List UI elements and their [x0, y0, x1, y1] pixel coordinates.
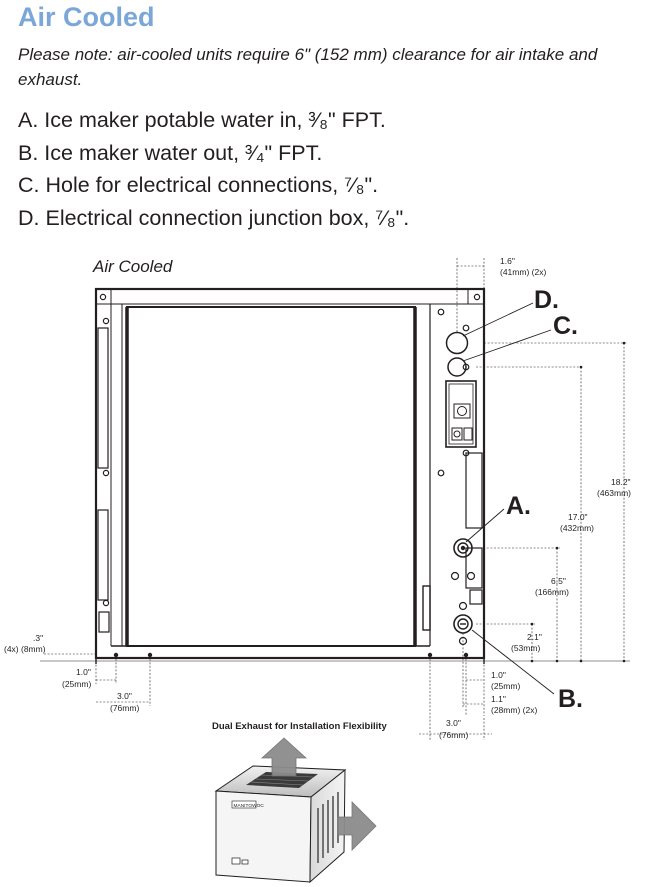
dim-1-6: 1.6" — [500, 256, 515, 266]
page-title: Air Cooled — [18, 2, 155, 32]
clearance-note: Please note: air-cooled units require 6"… — [18, 45, 598, 89]
callout-a: A. — [506, 492, 531, 520]
dim-18-2: 18.2" — [611, 477, 631, 487]
dim-6-5: 6.5" — [551, 576, 566, 586]
dim-right-1-0-mm: (25mm) — [491, 681, 520, 691]
connection-item-a: A. Ice maker potable water in, ³⁄₈" FPT. — [18, 108, 386, 132]
dim-0-3: .3" — [33, 633, 43, 643]
connection-item-d: D. Electrical connection junction box, ⁷… — [18, 205, 410, 230]
dim-1-1: 1.1" — [491, 694, 506, 704]
dim-1-1-mm: (28mm) (2x) — [491, 705, 537, 715]
dim-17-0: 17.0" — [568, 512, 588, 522]
dim-left-3-0-mm: (76mm) — [110, 703, 139, 713]
exhaust-up-arrow-icon — [260, 737, 308, 777]
dim-right-1-0: 1.0" — [491, 670, 506, 680]
dim-6-5-mm: (166mm) — [535, 587, 569, 597]
connection-item-c: C. Hole for electrical connections, ⁷⁄₈"… — [18, 173, 379, 197]
unit-front-view — [40, 287, 630, 664]
dim-right-3-0-mm: (76mm) — [439, 730, 468, 740]
dim-17-0-mm: (432mm) — [560, 523, 594, 533]
dim-left-1-0: 1.0" — [76, 667, 91, 677]
connection-item-b: B. Ice maker water out, ³⁄₄" FPT. — [18, 140, 323, 165]
exhaust-right-arrow-icon — [337, 801, 377, 851]
connection-list: A. Ice maker potable water in, ³⁄₈" FPT.… — [18, 104, 409, 234]
dim-right-3-0: 3.0" — [446, 718, 461, 728]
dim-0-3-mm: (4x) (8mm) — [4, 644, 46, 654]
dim-2-1-mm: (53mm) — [511, 643, 540, 653]
callout-d: D. — [534, 286, 559, 314]
callout-leaders — [462, 302, 555, 695]
exhaust-unit-illustration: MANITOWOC — [214, 765, 347, 884]
dim-left-1-0-mm: (25mm) — [62, 679, 91, 689]
callout-c: C. — [553, 312, 578, 340]
dimension-ticks — [530, 341, 626, 663]
drawing-subtitle: Air Cooled — [92, 257, 173, 276]
unit-badge: MANITOWOC — [234, 803, 265, 809]
dim-2-1: 2.1" — [527, 632, 542, 642]
callout-b: B. — [558, 685, 583, 713]
dim-left-3-0: 3.0" — [117, 691, 132, 701]
dim-1-6-mm: (41mm) (2x) — [500, 267, 546, 277]
dimension-drawing: Air Cooled — [4, 256, 631, 884]
dim-18-2-mm: (463mm) — [597, 488, 631, 498]
exhaust-title: Dual Exhaust for Installation Flexibilit… — [212, 721, 387, 732]
dimension-lines — [44, 258, 628, 740]
dimension-labels: 1.6" (41mm) (2x) 18.2" (463mm) 17.0" (43… — [4, 256, 631, 740]
